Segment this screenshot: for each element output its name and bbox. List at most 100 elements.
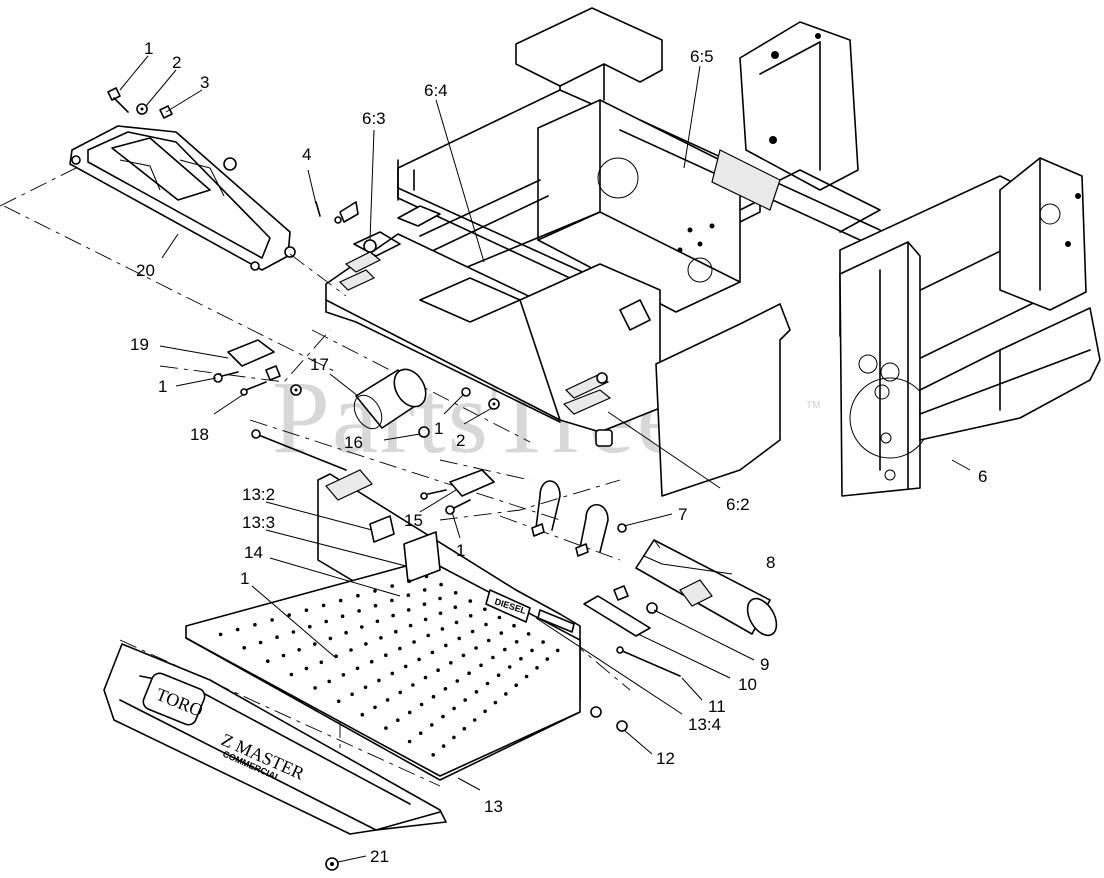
plate-hole xyxy=(504,692,508,696)
plate-hole xyxy=(360,712,365,717)
callout-6-5: 6:5 xyxy=(690,47,714,66)
plate-hole xyxy=(408,623,413,628)
plate-hole xyxy=(373,603,378,608)
plate-hole xyxy=(462,726,467,731)
plate-hole xyxy=(304,608,309,612)
plate-hole xyxy=(403,664,408,669)
plate-hole xyxy=(364,642,368,646)
plate-hole xyxy=(390,671,395,676)
callout-21: 21 xyxy=(370,847,389,866)
plate-hole xyxy=(275,635,279,639)
plate-hole xyxy=(324,619,329,624)
callout-1: 1 xyxy=(144,39,153,58)
plate-hole xyxy=(313,686,317,690)
plate-hole xyxy=(441,744,446,748)
plate-hole xyxy=(363,685,368,690)
plate-hole xyxy=(266,659,270,663)
plate-hole xyxy=(373,705,377,710)
plate-hole xyxy=(319,660,324,665)
plate-hole xyxy=(369,659,374,664)
plate-hole xyxy=(328,636,333,641)
plate-hole xyxy=(452,706,456,711)
callout-4: 4 xyxy=(302,145,311,164)
callout-13: 13 xyxy=(484,797,503,816)
plate-hole xyxy=(412,640,416,644)
plate-hole xyxy=(430,650,435,655)
plate-hole xyxy=(530,648,534,653)
plate-hole xyxy=(526,632,531,636)
plate-hole xyxy=(384,653,388,657)
plate-hole xyxy=(484,622,488,627)
plate-hole xyxy=(454,620,459,625)
plate-hole xyxy=(452,735,456,740)
callout-6: 6 xyxy=(978,467,987,486)
plate-hole xyxy=(417,657,421,662)
plate-hole xyxy=(235,627,240,632)
plate-hole xyxy=(360,625,364,629)
plate-hole xyxy=(514,683,518,687)
plate-hole xyxy=(390,584,395,588)
callout-1b: 1 xyxy=(158,377,167,396)
plate-hole xyxy=(270,618,274,622)
callout-6-4: 6:4 xyxy=(424,81,448,100)
plate-hole xyxy=(545,657,550,661)
plate-hole xyxy=(424,574,429,579)
callout-1c: 1 xyxy=(434,419,443,438)
plate-hole xyxy=(485,681,490,686)
plate-hole xyxy=(491,655,495,660)
plate-hole xyxy=(258,640,263,645)
plate-hole xyxy=(483,607,487,612)
plate-hole xyxy=(468,599,473,603)
plate-hole xyxy=(377,678,381,683)
plate-hole xyxy=(474,690,479,694)
plate-hole xyxy=(436,668,440,672)
plate-hole xyxy=(385,698,390,702)
plate-hole xyxy=(470,629,475,634)
plate-hole xyxy=(384,726,388,730)
plate-hole xyxy=(355,666,360,671)
callout-labels: 1 2 3 4 6:3 6:4 6:5 20 19 1 18 17 1 2 16… xyxy=(130,39,987,866)
plate-hole xyxy=(512,623,516,628)
plate-hole xyxy=(524,674,529,679)
plate-hole xyxy=(291,630,296,634)
callout-13-2: 13:2 xyxy=(242,485,275,504)
main-frame xyxy=(325,7,1101,497)
plate-hole xyxy=(419,702,424,707)
plate-hole xyxy=(449,661,453,665)
plate-hole xyxy=(411,683,415,687)
plate-hole xyxy=(379,636,383,640)
plate-hole xyxy=(406,608,411,612)
plate-hole xyxy=(373,589,377,593)
plate-hole xyxy=(396,718,400,722)
plate-hole xyxy=(486,638,491,643)
plate-hole xyxy=(398,690,403,695)
plate-hole xyxy=(336,699,341,704)
plate-hole xyxy=(344,630,348,635)
plate-hole xyxy=(308,624,312,629)
plate-hole xyxy=(438,611,443,616)
watermark-tm: TM xyxy=(806,400,820,411)
plate-hole xyxy=(407,739,412,744)
plate-hole xyxy=(422,588,427,592)
callout-17: 17 xyxy=(310,355,329,374)
plate-hole xyxy=(289,672,294,677)
plate-hole xyxy=(357,609,361,613)
plate-hole xyxy=(391,613,395,618)
plate-hole xyxy=(438,596,442,601)
plate-hole xyxy=(468,614,473,618)
floor-plate-holes xyxy=(218,574,560,757)
plate-hole xyxy=(440,627,445,631)
plate-hole xyxy=(287,613,292,617)
plate-hole xyxy=(430,723,434,727)
callout-16: 16 xyxy=(344,433,363,452)
item-20-cover-panel xyxy=(69,125,296,271)
plate-hole xyxy=(503,647,507,652)
plate-hole xyxy=(474,646,478,650)
callout-1d: 1 xyxy=(456,541,465,560)
plate-hole xyxy=(394,629,398,634)
plate-hole xyxy=(321,603,326,608)
plate-hole xyxy=(441,714,445,719)
plate-hole xyxy=(297,648,301,652)
callout-13-4: 13:4 xyxy=(688,715,721,734)
